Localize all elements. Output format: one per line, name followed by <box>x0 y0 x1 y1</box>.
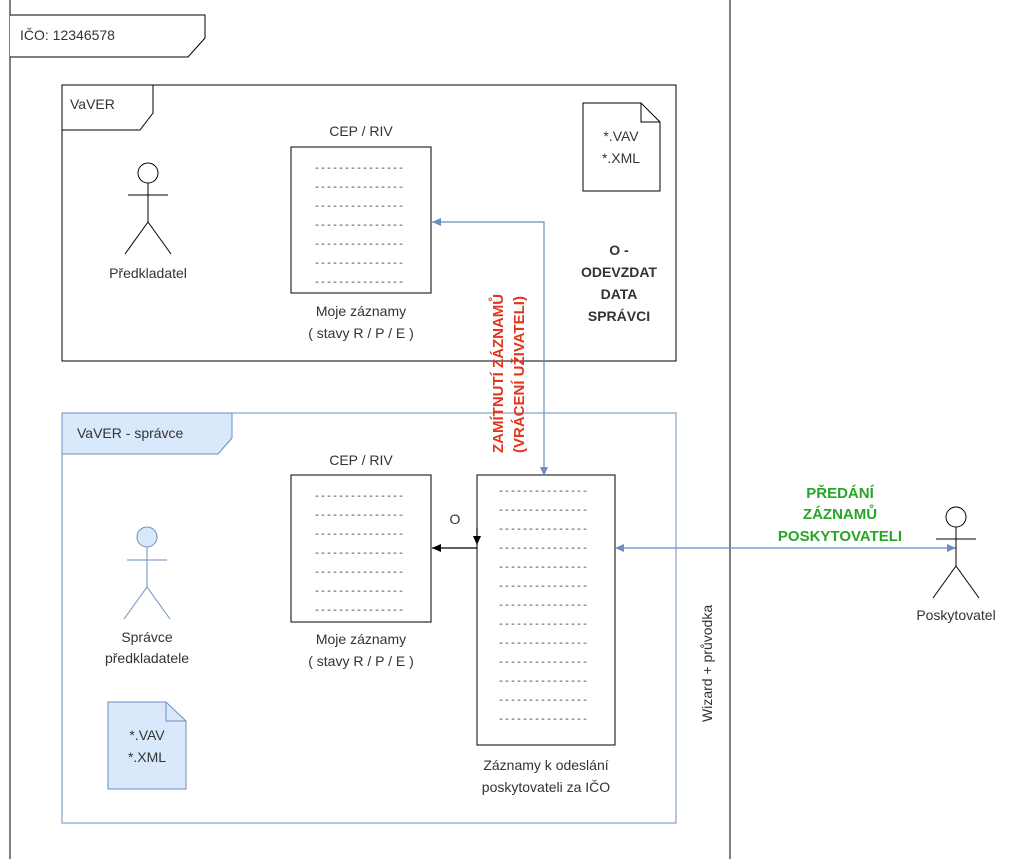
list-row: --------------- <box>314 259 404 270</box>
poskytovatel-label: Poskytovatel <box>916 607 995 623</box>
list-row: --------------- <box>314 183 404 194</box>
list-row: --------------- <box>314 530 404 541</box>
list-row: --------------- <box>498 696 588 707</box>
note-line-2: ODEVZDAT <box>581 264 657 280</box>
note-line-4: SPRÁVCI <box>588 308 650 324</box>
ico-frame: IČO: 12346578 <box>9 0 731 859</box>
spravce-label-1: Správce <box>121 629 173 645</box>
list-row: --------------- <box>498 563 588 574</box>
admin-file-line1: *.VAV <box>129 727 165 743</box>
vaver-frame: VaVER <box>61 84 677 362</box>
note-line-3: DATA <box>601 286 638 302</box>
vaver-records-list: --------------- --------------- --------… <box>290 146 432 294</box>
list-row: --------------- <box>498 506 588 517</box>
reject-label-2: (VRÁCENÍ UŽIVATELI) <box>510 296 528 453</box>
list-row: --------------- <box>314 164 404 175</box>
list-row: --------------- <box>498 677 588 688</box>
vaver-title: VaVER <box>70 96 115 112</box>
list-row: --------------- <box>498 525 588 536</box>
admin-title: VaVER - správce <box>77 425 184 441</box>
send-records-list: --------------- --------------- --------… <box>476 474 616 746</box>
o-label: O <box>450 511 461 527</box>
send-caption-1: Záznamy k odeslání <box>483 757 608 773</box>
list-row: --------------- <box>498 544 588 555</box>
list-row: --------------- <box>498 601 588 612</box>
vaver-file-line1: *.VAV <box>603 128 639 144</box>
admin-records-list: --------------- --------------- --------… <box>290 474 432 623</box>
list-row: --------------- <box>498 487 588 498</box>
admin-file-icon <box>107 701 187 790</box>
admin-frame: VaVER - správce <box>61 412 677 824</box>
list-row: --------------- <box>314 278 404 289</box>
list-row: --------------- <box>498 620 588 631</box>
spravce-actor-icon <box>123 526 171 620</box>
admin-list-caption-2: ( stavy R / P / E ) <box>308 653 414 669</box>
reject-label-1: ZAMÍTNUTÍ ZÁZNAMŮ <box>488 294 507 453</box>
admin-list-caption-1: Moje záznamy <box>316 631 406 647</box>
predkladatel-label: Předkladatel <box>109 265 187 281</box>
o-arrow <box>432 528 481 552</box>
list-row: --------------- <box>314 240 404 251</box>
list-row: --------------- <box>314 221 404 232</box>
vaver-list-caption-1: Moje záznamy <box>316 303 406 319</box>
list-row: --------------- <box>314 549 404 560</box>
list-row: --------------- <box>314 568 404 579</box>
handover-line-1: PŘEDÁNÍ <box>806 484 874 502</box>
list-row: --------------- <box>314 202 404 213</box>
list-row: --------------- <box>314 511 404 522</box>
note-line-1: O - <box>609 242 629 258</box>
admin-list-title: CEP / RIV <box>329 452 393 468</box>
list-row: --------------- <box>314 492 404 503</box>
list-row: --------------- <box>498 715 588 726</box>
handover-line-2: ZÁZNAMŮ <box>803 504 877 523</box>
handover-line-3: POSKYTOVATELI <box>778 528 902 545</box>
admin-file-line2: *.XML <box>128 749 166 765</box>
send-caption-2: poskytovateli za IČO <box>482 779 610 795</box>
poskytovatel-actor-icon <box>932 506 980 599</box>
list-row: --------------- <box>314 587 404 598</box>
wizard-label: Wizard + průvodka <box>699 605 715 722</box>
predkladatel-actor-icon <box>124 162 172 255</box>
list-row: --------------- <box>498 582 588 593</box>
list-row: --------------- <box>498 658 588 669</box>
list-row: --------------- <box>498 639 588 650</box>
list-row: --------------- <box>314 606 404 617</box>
spravce-label-2: předkladatele <box>105 650 189 666</box>
vaver-list-caption-2: ( stavy R / P / E ) <box>308 325 414 341</box>
ico-label: IČO: 12346578 <box>20 27 115 43</box>
vaver-file-line2: *.XML <box>602 150 640 166</box>
vaver-list-title: CEP / RIV <box>329 123 393 139</box>
vaver-file-icon <box>582 102 661 192</box>
reject-arrow <box>432 218 548 476</box>
